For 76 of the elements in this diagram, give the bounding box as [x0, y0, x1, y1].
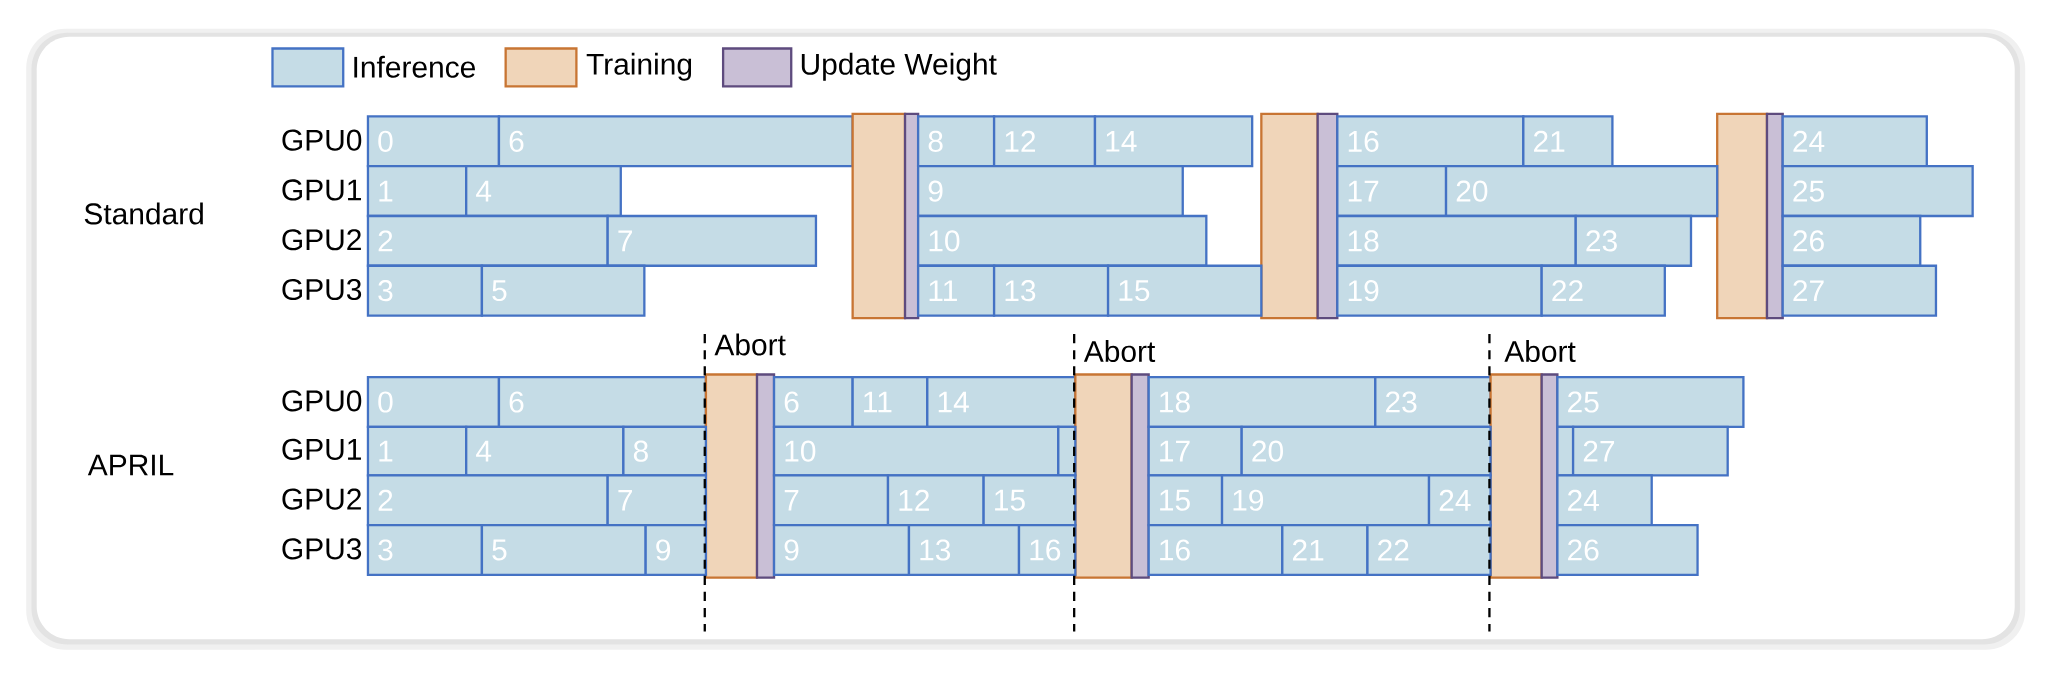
inference-block: 15 — [982, 474, 1077, 527]
inference-block: 13 — [907, 524, 1021, 577]
inference-block: 26 — [1781, 214, 1922, 267]
panel-label: APRIL — [87, 454, 174, 476]
legend-label: Training — [586, 52, 692, 81]
inference-block: 6 — [772, 376, 854, 429]
inference-block: 17 — [1147, 425, 1243, 477]
inference-block: 7 — [606, 214, 818, 267]
row-label: GPU2 — [282, 229, 361, 251]
row-label: GPU3 — [282, 538, 362, 560]
inference-block: 21 — [1281, 524, 1369, 577]
inference-block: 22 — [1366, 524, 1492, 577]
inference-block: 0 — [366, 115, 501, 168]
inference-block: 24 — [1556, 474, 1653, 527]
inference-block: 23 — [1374, 376, 1492, 429]
abort-label: Abort — [1083, 340, 1156, 363]
abort-label: Abort — [714, 333, 786, 356]
update-weight-block — [755, 373, 776, 579]
update-weight-block — [1316, 112, 1339, 320]
inference-block: 1 — [366, 165, 468, 218]
inference-block: 4 — [465, 425, 625, 477]
inference-block: 12 — [992, 115, 1097, 168]
inference-block: 16 — [1017, 524, 1077, 577]
row-label: GPU3 — [282, 278, 362, 301]
update-weight-block — [1540, 373, 1559, 579]
training-block — [704, 373, 759, 579]
inference-block: 7 — [606, 474, 708, 527]
legend-label: Update Weight — [801, 52, 997, 81]
training-block — [1489, 373, 1543, 579]
panel-label: Standard — [84, 202, 203, 225]
inference-block: 15 — [1106, 264, 1263, 317]
row-label: GPU0 — [282, 129, 362, 151]
row-label: GPU1 — [282, 438, 361, 460]
inference-block: 25 — [1556, 376, 1745, 429]
inference-block: 1 — [366, 425, 468, 477]
inference-block — [1556, 425, 1575, 477]
inference-block: 5 — [480, 264, 646, 317]
inference-block: 3 — [366, 524, 484, 577]
inference-block: 19 — [1336, 264, 1543, 317]
inference-block — [1057, 425, 1077, 477]
training-block — [851, 112, 907, 320]
inference-block: 13 — [992, 264, 1110, 317]
inference-block: 7 — [772, 474, 890, 527]
inference-block: 8 — [622, 425, 708, 477]
update-weight-block — [1765, 112, 1784, 320]
inference-block: 25 — [1781, 165, 1974, 218]
inference-block: 9 — [644, 524, 708, 577]
inference-block: 8 — [917, 115, 996, 168]
row-label: GPU2 — [282, 488, 361, 510]
inference-block: 11 — [851, 376, 929, 429]
inference-block: 27 — [1781, 264, 1938, 317]
inference-block: 9 — [772, 524, 911, 577]
inference-block: 16 — [1147, 524, 1284, 577]
training-block — [1074, 373, 1133, 579]
update-weight-block — [1130, 373, 1150, 579]
inference-block: 0 — [366, 376, 501, 429]
abort-label: Abort — [1504, 340, 1576, 363]
row-label: GPU0 — [282, 390, 362, 412]
inference-block: 11 — [917, 264, 996, 317]
inference-block: 17 — [1336, 165, 1448, 218]
inference-block: 4 — [465, 165, 622, 218]
inference-block: 12 — [886, 474, 985, 527]
inference-block: 23 — [1574, 214, 1693, 267]
inference-block: 22 — [1540, 264, 1666, 317]
inference-block: 14 — [926, 376, 1077, 429]
inference-block: 3 — [366, 264, 484, 317]
inference-block: 15 — [1147, 474, 1224, 527]
legend-label: Inference — [354, 55, 475, 78]
inference-block: 14 — [1093, 115, 1254, 168]
inference-block: 24 — [1427, 474, 1492, 527]
row-label: GPU1 — [282, 179, 361, 201]
inference-block: 24 — [1781, 115, 1928, 168]
training-block — [1716, 112, 1769, 320]
training-block — [1260, 112, 1319, 320]
inference-block: 21 — [1522, 115, 1614, 168]
inference-block: 26 — [1556, 524, 1699, 577]
